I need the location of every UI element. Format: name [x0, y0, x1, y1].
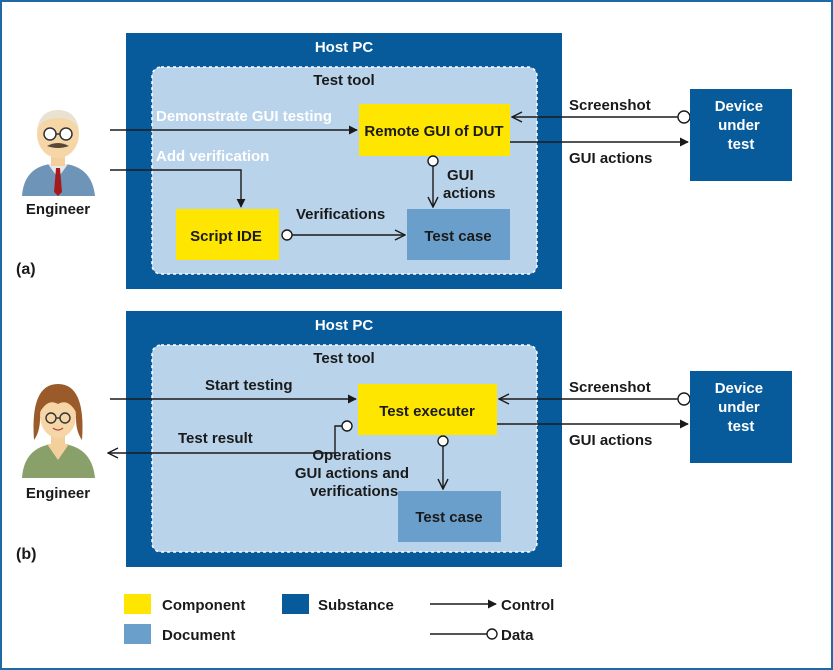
panel-a: Host PC Test tool Remote GUI of DUT Scri… [16, 33, 792, 289]
test-case-label-b: Test case [415, 509, 482, 526]
demonstrate-label: Demonstrate GUI testing [156, 108, 332, 125]
screenshot-label-a: Screenshot [569, 97, 651, 114]
add-verification-arrow [110, 169, 246, 208]
gui-actions-data-dot-a [427, 155, 439, 167]
test-executer-label: Test executer [379, 403, 475, 420]
remote-gui-box[interactable] [359, 104, 510, 156]
legend-control-label: Control [501, 597, 554, 614]
screenshot-data-dot-a [677, 110, 691, 124]
test-case-box-b[interactable] [398, 491, 501, 542]
test-tool-label-b: Test tool [313, 350, 374, 367]
gui-actions-inner-label-a: GUI actions [443, 167, 496, 202]
test-result-data-line [108, 425, 342, 453]
legend-component-swatch [124, 594, 151, 614]
operations-label: Operations GUI actions and verifications [295, 447, 413, 500]
device-label-b: Device under test [715, 380, 768, 435]
panel-a-label: (a) [16, 261, 36, 278]
test-case-label-a: Test case [424, 228, 491, 245]
remote-gui-label: Remote GUI of DUT [364, 123, 503, 140]
legend-document-label: Document [162, 627, 235, 644]
device-label-a: Device under test [715, 98, 768, 153]
test-result-data-dot [341, 420, 353, 432]
test-result-label: Test result [178, 430, 253, 447]
test-executer-box[interactable] [358, 384, 497, 435]
host-pc-label-b: Host PC [315, 317, 374, 334]
operations-data-dot [437, 435, 449, 447]
script-ide-box[interactable] [176, 209, 279, 260]
female-engineer-icon [22, 384, 95, 478]
start-testing-label: Start testing [205, 377, 293, 394]
device-box-a[interactable] [690, 89, 792, 181]
male-engineer-icon [22, 110, 95, 196]
legend-data-dot [486, 628, 498, 640]
engineer-label-a: Engineer [26, 201, 90, 218]
script-ide-label: Script IDE [190, 228, 262, 245]
test-tool-label-a: Test tool [313, 72, 374, 89]
legend-substance-swatch [282, 594, 309, 614]
test-case-box-a[interactable] [407, 209, 510, 260]
device-box-b[interactable] [690, 371, 792, 463]
gui-actions-label-a: GUI actions [569, 150, 652, 167]
engineer-label-b: Engineer [26, 485, 90, 502]
verifications-label: Verifications [296, 206, 385, 223]
verifications-data-dot [281, 229, 293, 241]
gui-actions-label-b: GUI actions [569, 432, 652, 449]
legend-substance-label: Substance [318, 597, 394, 614]
legend-document-swatch [124, 624, 151, 644]
host-pc-label-a: Host PC [315, 39, 374, 56]
legend: Component Substance Document Control Dat… [124, 594, 554, 644]
screenshot-label-b: Screenshot [569, 379, 651, 396]
screenshot-data-dot-b [677, 392, 691, 406]
panel-b: Host PC Test tool Test executer Test cas… [16, 311, 792, 567]
add-verification-label: Add verification [156, 148, 269, 165]
legend-component-label: Component [162, 597, 245, 614]
panel-b-label: (b) [16, 546, 36, 563]
legend-data-label: Data [501, 627, 534, 644]
